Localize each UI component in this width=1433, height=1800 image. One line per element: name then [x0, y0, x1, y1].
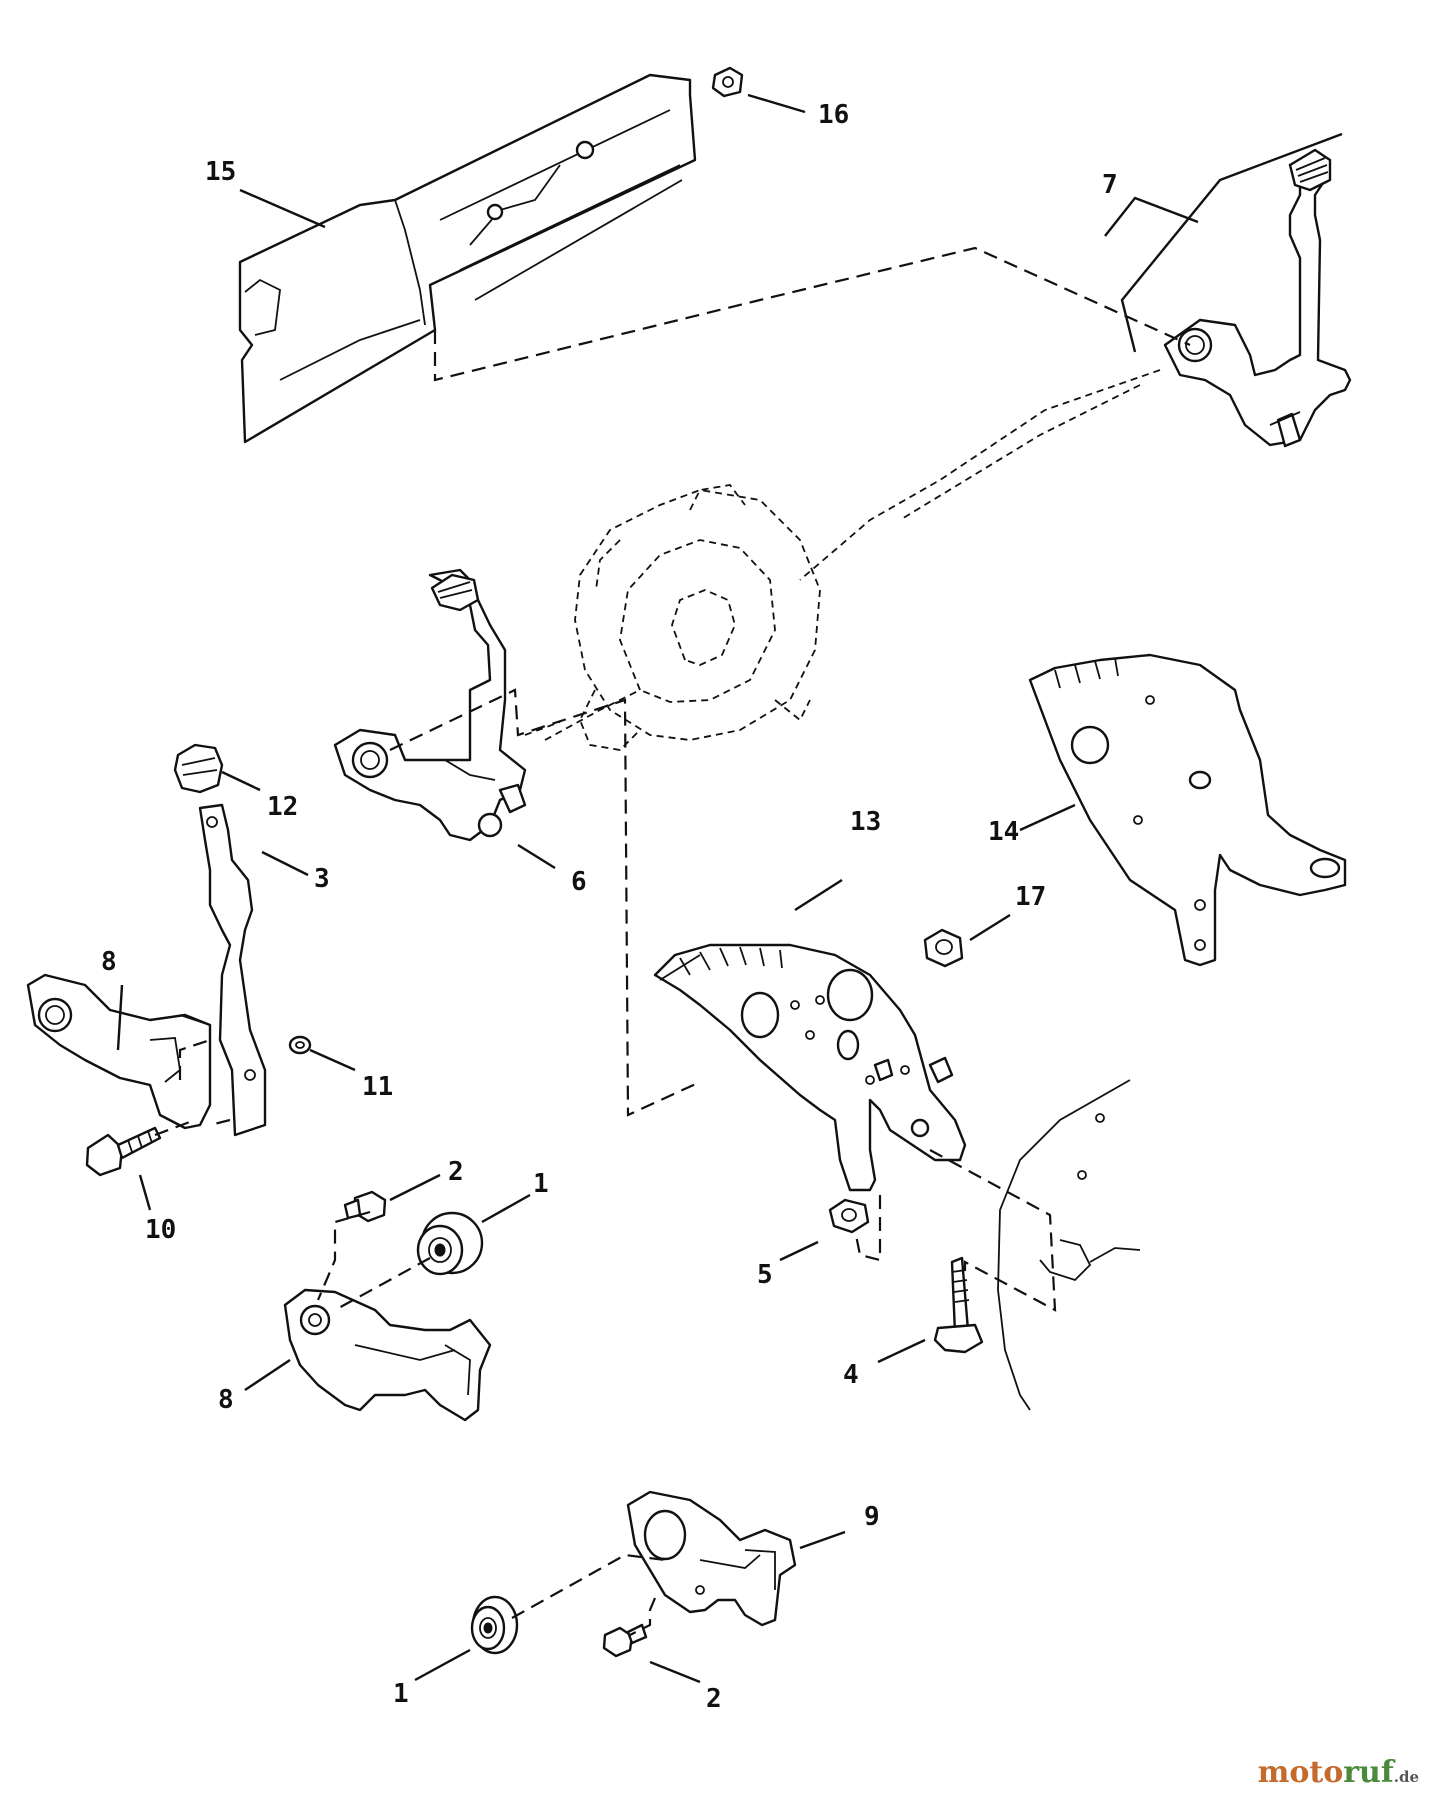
callout-7: 7 [1102, 170, 1118, 200]
callout-16: 16 [818, 100, 849, 130]
watermark-main: moto [1257, 1755, 1344, 1790]
callout-12: 12 [267, 792, 298, 822]
part-15-cover-plate [238, 73, 697, 444]
part-8-bracket-lower [283, 1288, 492, 1422]
alternator-reference [574, 484, 821, 751]
callout-leaders [116, 93, 1343, 1684]
engine-housing-reference [997, 1079, 1141, 1411]
part-1-bushing-upper [416, 1211, 484, 1276]
callout-9: 9 [864, 1502, 880, 1532]
callout-13: 13 [850, 807, 881, 837]
watermark-accent: ruf [1343, 1755, 1394, 1790]
callout-8-lower: 8 [218, 1385, 234, 1415]
callout-8-upper: 8 [101, 947, 117, 977]
part-16-nut [711, 66, 744, 98]
part-4-bolt [933, 1256, 984, 1354]
callout-labels: 15 16 7 12 3 6 8 11 10 2 1 8 13 17 14 5 … [101, 100, 1118, 1714]
callout-3: 3 [314, 864, 330, 894]
callout-2-lower: 2 [706, 1684, 722, 1714]
callout-2-upper: 2 [448, 1157, 464, 1187]
part-11-washer [288, 1035, 312, 1055]
callout-17: 17 [1015, 882, 1046, 912]
part-2-screw-lower [602, 1623, 648, 1658]
part-1-bushing-lower [470, 1595, 519, 1655]
callout-1-upper: 1 [533, 1169, 549, 1199]
callout-15: 15 [205, 157, 236, 187]
part-17-nut [923, 928, 964, 968]
part-9-bracket-bottom [626, 1490, 797, 1627]
callout-11: 11 [362, 1072, 393, 1102]
callout-4: 4 [843, 1360, 859, 1390]
callout-6: 6 [571, 867, 587, 897]
part-10-bolt [85, 1126, 162, 1177]
assembly-guide-lines [154, 246, 1191, 1636]
callout-5: 5 [757, 1260, 773, 1290]
watermark-tld: .de [1393, 1768, 1419, 1786]
part-5-flanged-nut [828, 1198, 870, 1234]
part-12-knob [173, 743, 224, 794]
part-7-lever-arm [1163, 148, 1352, 448]
site-watermark-logo: motoruf.de [1258, 1755, 1419, 1790]
part-8-bracket-upper [26, 973, 212, 1130]
part-14-bracket-plate [1028, 653, 1347, 967]
part-2-screw-upper [343, 1190, 387, 1223]
part-3-flat-lever [198, 803, 267, 1137]
callout-10: 10 [145, 1215, 176, 1245]
callout-14: 14 [988, 817, 1019, 847]
callout-1-lower: 1 [393, 1679, 409, 1709]
part-13-bracket-plate [653, 943, 967, 1192]
part-6-lever-assembly [333, 568, 527, 842]
